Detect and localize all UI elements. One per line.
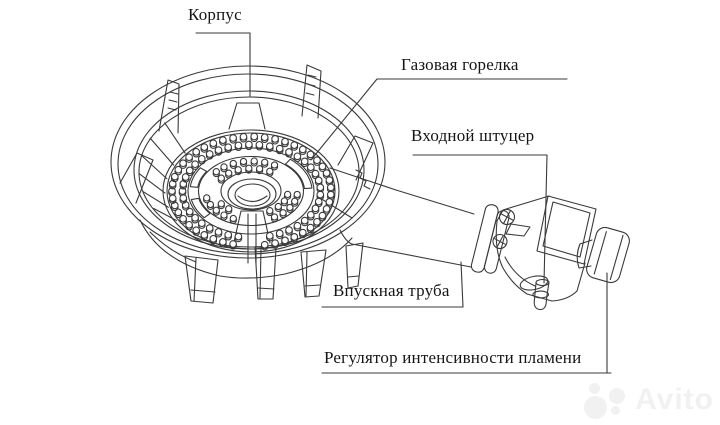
watermark: Avito — [582, 380, 714, 420]
legs — [184, 242, 364, 304]
burner-drawing — [110, 64, 630, 311]
regulator-knob — [576, 226, 630, 284]
screw-icon — [492, 233, 508, 250]
flame-ports — [138, 122, 335, 251]
label-gas-burner: Газовая горелка — [401, 55, 519, 74]
label-flame-regulator: Регулятор интенсивности пламени — [324, 348, 582, 367]
label-inlet-fitting: Входной штуцер — [411, 126, 535, 145]
intake-pipe — [395, 189, 475, 215]
label-body: Корпус — [188, 5, 242, 24]
label-intake-pipe: Впускная труба — [333, 281, 450, 300]
inlet-nozzle — [532, 278, 550, 311]
pipe-collar — [470, 204, 510, 274]
screw-icon — [498, 208, 516, 226]
avito-logo-icon — [582, 380, 628, 420]
valve-body — [492, 195, 597, 311]
watermark-text: Avito — [635, 383, 714, 416]
fin — [158, 79, 180, 134]
leader-lines — [195, 32, 612, 374]
